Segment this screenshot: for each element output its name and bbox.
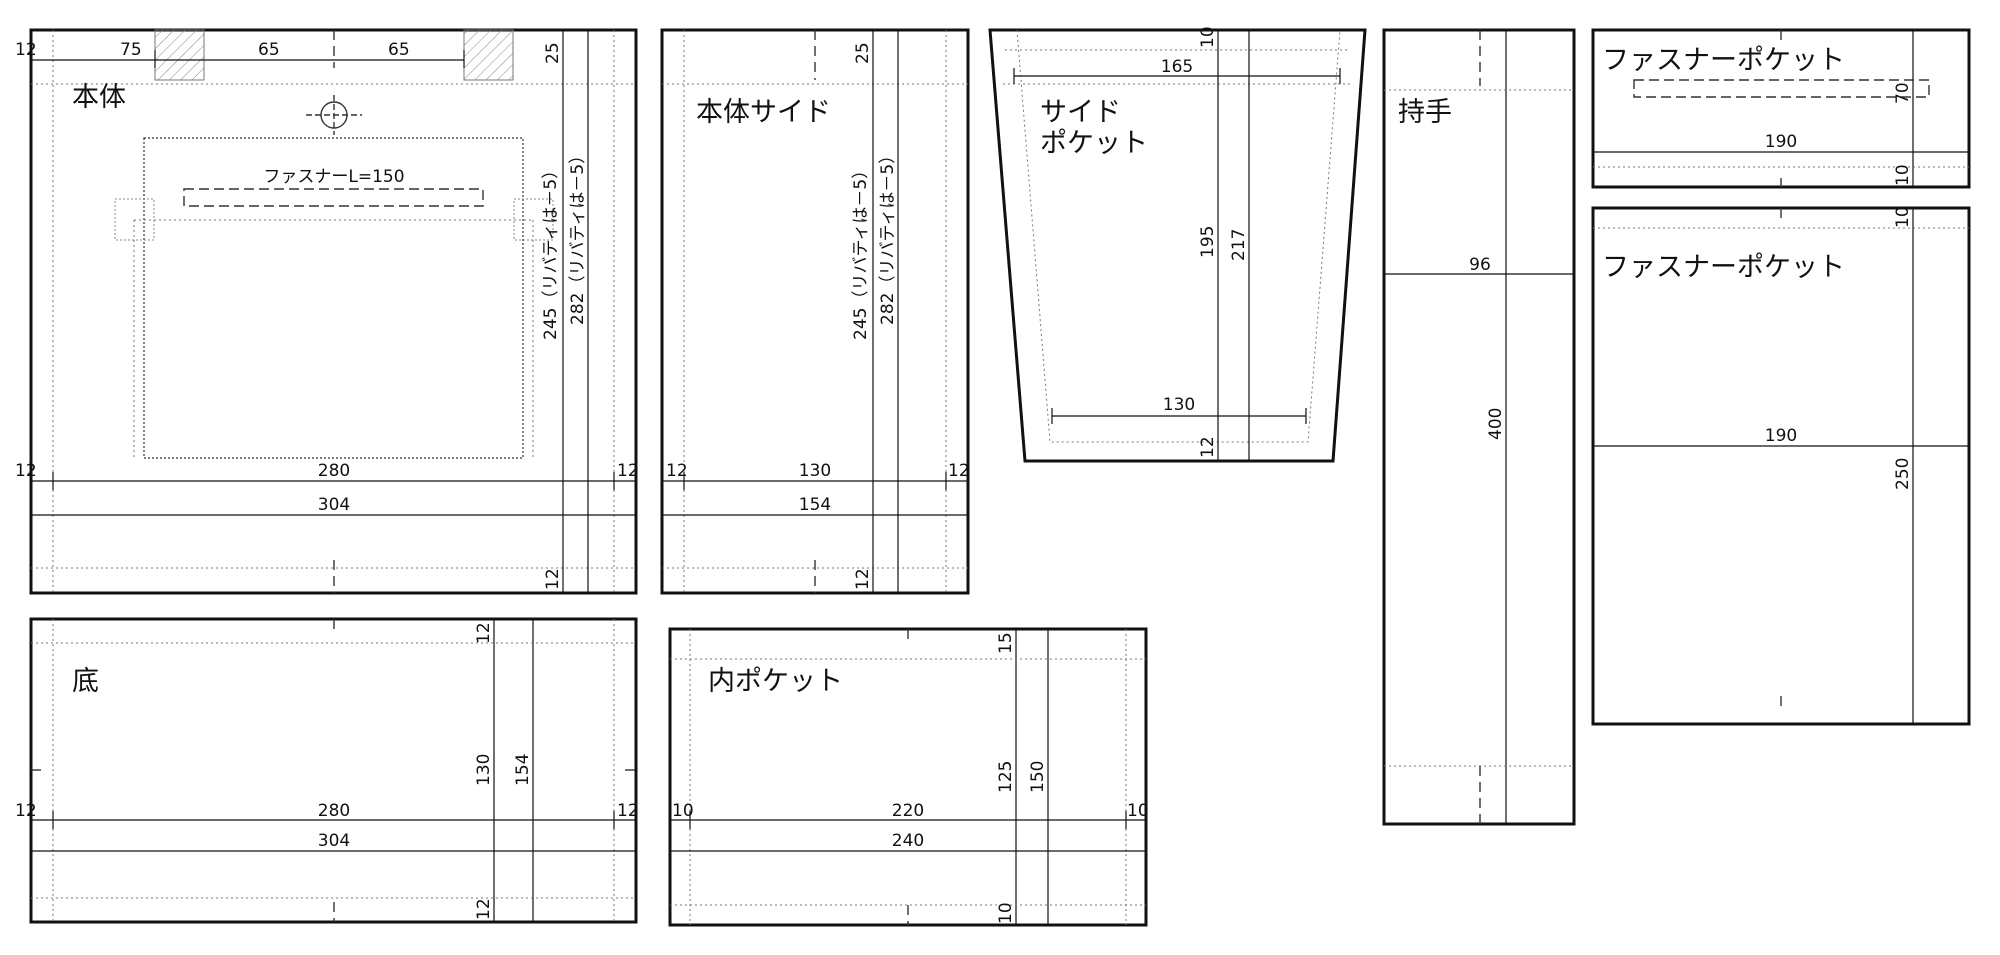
dim-ip-total-width: 240 (892, 831, 924, 851)
dim-body-gap-a: 65 (258, 40, 280, 60)
dim-body-bottom-seam: 12 (543, 568, 563, 590)
dim-sp-bottom-width: 130 (1163, 395, 1195, 415)
part-zipper-pocket-large: ファスナーポケット 10 190 250 (1591, 206, 1971, 726)
dim-side-top-margin: 25 (853, 42, 873, 64)
dim-body-gap-b: 65 (388, 40, 410, 60)
dim-body-inner-width: 280 (318, 461, 350, 481)
dim-zps-height: 70 (1893, 82, 1913, 104)
bottom-outline (29, 617, 638, 924)
zipper-small-mark (1633, 79, 1930, 98)
dim-side-total-width: 154 (799, 495, 831, 515)
dim-side-height: 245（リバティは－5） (851, 162, 871, 340)
part-bottom: 底 12 12 280 12 304 130 154 12 (15, 617, 639, 924)
dim-ip-seam-left: 10 (672, 801, 694, 821)
dim-bottom-inner-width: 280 (318, 801, 350, 821)
dim-body-top-margin: 25 (543, 42, 563, 64)
dim-sp-total-height: 217 (1229, 229, 1249, 261)
dim-sp-height: 195 (1198, 226, 1218, 258)
dim-zps-width: 190 (1765, 132, 1797, 152)
dim-ip-inner-height: 125 (996, 761, 1016, 793)
zipper-pocket-large-title: ファスナーポケット (1602, 252, 1845, 283)
dim-zpl-width: 190 (1765, 426, 1797, 446)
dim-side-inner-width: 130 (799, 461, 831, 481)
dim-body-seam-right: 12 (617, 461, 639, 481)
dim-bottom-seam-right: 12 (617, 801, 639, 821)
dim-bottom-inner-height: 130 (474, 754, 494, 786)
body-side-title: 本体サイド (696, 97, 831, 128)
dim-ip-total-height: 150 (1028, 761, 1048, 793)
zipper-mark (183, 188, 484, 207)
side-pocket-title-2: ポケット (1040, 128, 1148, 159)
dim-side-bottom-seam: 12 (853, 568, 873, 590)
dim-sp-bottom-seam: 12 (1198, 436, 1218, 458)
body-hatch-left (154, 29, 205, 81)
part-side-pocket: サイド ポケット 10 165 195 217 130 12 (988, 26, 1367, 463)
dim-sp-top-width: 165 (1161, 57, 1193, 77)
dim-body-bottom-seam-left: 12 (15, 461, 37, 481)
part-zipper-pocket-small: ファスナーポケット 70 190 10 (1591, 28, 1971, 189)
button-mark-icon (306, 95, 362, 135)
inner-pocket-title: 内ポケット (708, 666, 843, 697)
dim-sp-top-seam: 10 (1198, 26, 1218, 48)
handle-outline (1382, 28, 1576, 826)
dim-side-seam-right: 12 (948, 461, 970, 481)
dim-side-total-height: 282（リバティは－5） (878, 147, 898, 325)
dim-body-seam-left: 12 (15, 40, 37, 60)
dim-bottom-seam-top: 12 (474, 622, 494, 644)
body-title: 本体 (72, 82, 126, 113)
bottom-title: 底 (72, 666, 99, 697)
part-inner-pocket: 内ポケット 15 10 220 10 240 125 150 10 (668, 627, 1149, 927)
dim-zpl-height: 250 (1893, 458, 1913, 490)
side-pocket-title-1: サイド (1040, 97, 1121, 128)
handle-title: 持手 (1398, 97, 1452, 128)
dim-ip-seam-bottom: 10 (996, 902, 1016, 924)
part-body-side: 本体サイド 25 245（リバティは－5） 282（リバティは－5） 12 13… (660, 28, 970, 595)
dim-ip-seam-top: 15 (996, 632, 1016, 654)
dim-bottom-seam-left: 12 (15, 801, 37, 821)
pocket-placement (143, 137, 524, 459)
dim-ip-seam-right: 10 (1127, 801, 1149, 821)
body-zipper-note: ファスナーL=150 (263, 167, 404, 187)
dim-handle-length: 400 (1486, 408, 1506, 440)
dim-body-total-height: 282（リバティは－5） (568, 147, 588, 325)
dim-bottom-total-height: 154 (513, 754, 533, 786)
dim-body-top-offset: 75 (120, 40, 142, 60)
dim-bottom-total-width: 304 (318, 831, 350, 851)
part-body: 本体 12 75 65 65 25 ファスナーL=150 245（リバティは－5… (15, 28, 639, 595)
dim-zps-seam: 10 (1893, 164, 1913, 186)
part-handle: 持手 96 400 (1382, 28, 1576, 826)
dim-side-seam-left: 12 (666, 461, 688, 481)
dim-handle-width: 96 (1469, 255, 1491, 275)
dim-zpl-seam: 10 (1893, 206, 1913, 228)
dim-bottom-seam-bottom: 12 (474, 898, 494, 920)
side-pocket-outline (988, 28, 1367, 463)
dim-body-height: 245（リバティは－5） (541, 162, 561, 340)
body-hatch-right (463, 29, 514, 81)
dim-body-total-width: 304 (318, 495, 350, 515)
dim-ip-inner-width: 220 (892, 801, 924, 821)
zipper-pocket-small-title: ファスナーポケット (1602, 45, 1845, 76)
